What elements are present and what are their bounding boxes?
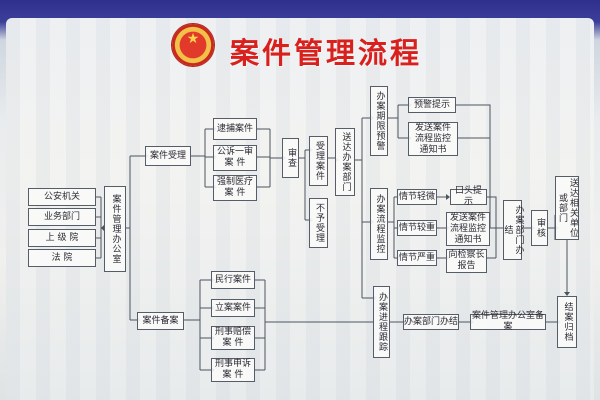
minor-circumstance-box: 情节轻微 xyxy=(397,189,437,205)
process-monitor-box: 办案流程监控 xyxy=(370,188,388,260)
office-filing-box: 案件管理办公室备案 xyxy=(470,311,546,332)
civil-admin-case-box: 民行案件 xyxy=(211,271,255,289)
procuratorate-emblem-icon: ★ xyxy=(172,24,214,66)
case-intake-box: 案件受理 xyxy=(145,146,191,166)
warning-prompt-box: 预警提示 xyxy=(408,97,456,113)
arrest-case-box: 逮捕案件 xyxy=(213,118,257,140)
accept-case-box: 受理案件 xyxy=(309,136,328,186)
audit-box: 审核 xyxy=(531,210,548,246)
filed-case-box: 立案案件 xyxy=(211,299,255,317)
review-box: 审查 xyxy=(282,138,299,178)
compulsory-medical-box: 强制医疗 案 件 xyxy=(213,175,257,201)
report-chief-box: 向检察长 报告 xyxy=(446,249,487,273)
case-filing-box: 案件备案 xyxy=(137,312,184,330)
reject-case-box: 不予受理 xyxy=(309,198,328,248)
criminal-compensation-box: 刑事赔偿 案 件 xyxy=(211,326,255,350)
superior-procuratorate-box: 上 级 院 xyxy=(28,229,96,247)
deadline-warning-box: 办案期限预警 xyxy=(370,86,388,156)
criminal-appeal-box: 刑事申诉 案 件 xyxy=(211,358,255,382)
prosecution-first-instance-box: 公诉一审 案 件 xyxy=(213,145,257,171)
deliver-related-box: 送达相关单位或部门 xyxy=(555,176,579,240)
case-archive-box: 结案归档 xyxy=(557,296,577,348)
dept-conclusion-box: 办案部门办结 xyxy=(503,200,524,260)
severe-circumstance-box: 情节严重 xyxy=(397,250,437,266)
dept-conclusion-box-2: 办案部门办结 xyxy=(403,314,459,330)
verbal-prompt-box: 口头提示 xyxy=(450,186,487,207)
progress-tracking-box: 办案进程跟踪 xyxy=(373,286,390,358)
monitor-notice-box-2: 发送案件 流程监控 通知书 xyxy=(446,212,490,246)
business-dept-box: 业务部门 xyxy=(28,208,96,226)
public-security-box: 公安机关 xyxy=(28,188,96,206)
serious-circumstance-box: 情节较重 xyxy=(397,220,437,236)
case-management-office-box: 案件管理办公室 xyxy=(104,186,126,272)
monitor-notice-box-1: 发送案件 流程监控 通知书 xyxy=(408,122,458,156)
page-title: 案件管理流程 xyxy=(230,36,423,70)
court-box: 法 院 xyxy=(28,249,96,267)
deliver-dept-box: 送达办案部门 xyxy=(335,128,355,196)
